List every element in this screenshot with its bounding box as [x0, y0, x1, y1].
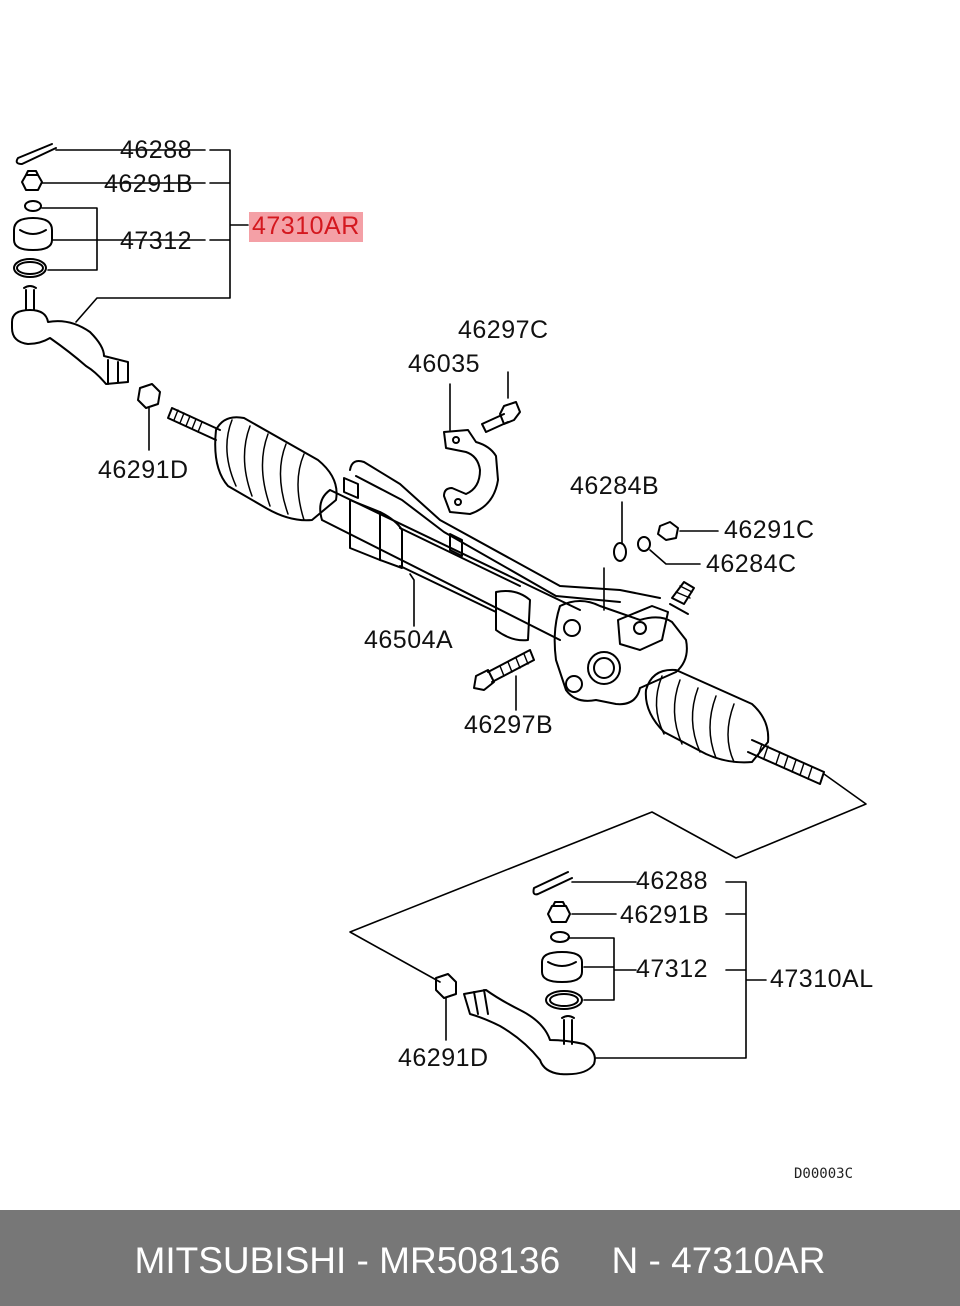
label-46035: 46035	[408, 350, 481, 378]
leader-46504a	[409, 573, 415, 627]
label-47310ar-highlighted: 47310AR	[249, 212, 363, 242]
label-46504a: 46504A	[364, 626, 454, 654]
steering-gear-exploded-diagram	[11, 143, 867, 1076]
label-46291d-bottom: 46291D	[398, 1044, 489, 1072]
footer-part-info: MITSUBISHI - MR508136 N - 47310AR	[134, 1240, 826, 1281]
footer-bar: MITSUBISHI - MR508136 N - 47310AR	[0, 1210, 960, 1306]
label-46291c: 46291C	[724, 516, 815, 544]
label-46288-top: 46288	[120, 136, 193, 164]
label-47312-bottom: 47312	[636, 955, 709, 983]
top-tie-rod-group	[11, 143, 249, 451]
bolt-46297c	[481, 371, 521, 433]
label-46284b: 46284B	[570, 472, 660, 500]
label-46297c: 46297C	[458, 316, 549, 344]
label-46284c: 46284C	[706, 550, 797, 578]
diagram-code: D00003C	[794, 1166, 854, 1182]
bracket-46035	[443, 383, 499, 515]
label-46297b: 46297B	[464, 711, 554, 739]
small-parts-right	[603, 501, 719, 611]
connection-outline	[349, 773, 867, 983]
rack-assembly	[167, 407, 825, 785]
bolt-46297b	[473, 649, 535, 711]
label-47310al: 47310AL	[770, 965, 874, 993]
label-46291b-bottom: 46291B	[620, 901, 710, 929]
label-46288-bottom: 46288	[636, 867, 709, 895]
label-47312-top: 47312	[120, 227, 193, 255]
label-46291b-top: 46291B	[104, 170, 194, 198]
label-46291d-top: 46291D	[98, 456, 189, 484]
bottom-tie-rod-group	[435, 871, 767, 1076]
